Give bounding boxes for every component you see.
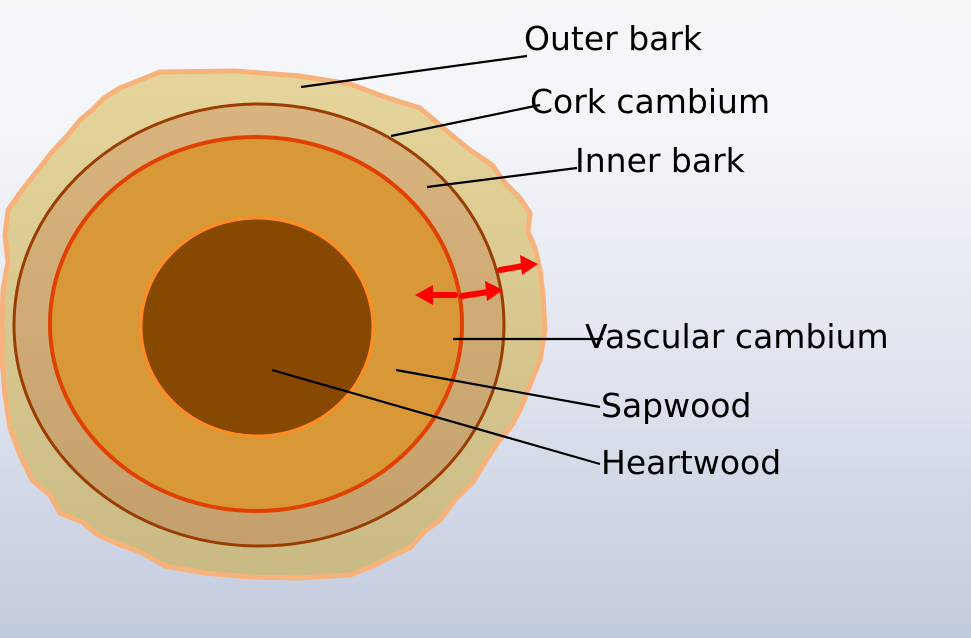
label-outer-bark: Outer bark xyxy=(524,19,703,58)
label-vascular-cambium: Vascular cambium xyxy=(585,317,889,356)
leader-cork-cambium xyxy=(390,103,541,138)
leader-heartwood xyxy=(271,368,601,466)
leader-inner-bark xyxy=(426,166,578,189)
growth-arrows xyxy=(415,255,538,305)
label-heartwood: Heartwood xyxy=(601,443,782,482)
leader-sapwood xyxy=(395,368,601,409)
label-inner-bark: Inner bark xyxy=(575,141,745,180)
heartwood-core xyxy=(139,216,375,438)
leader-outer-bark xyxy=(300,54,528,89)
label-sapwood: Sapwood xyxy=(601,386,752,425)
label-cork-cambium: Cork cambium xyxy=(530,82,771,121)
